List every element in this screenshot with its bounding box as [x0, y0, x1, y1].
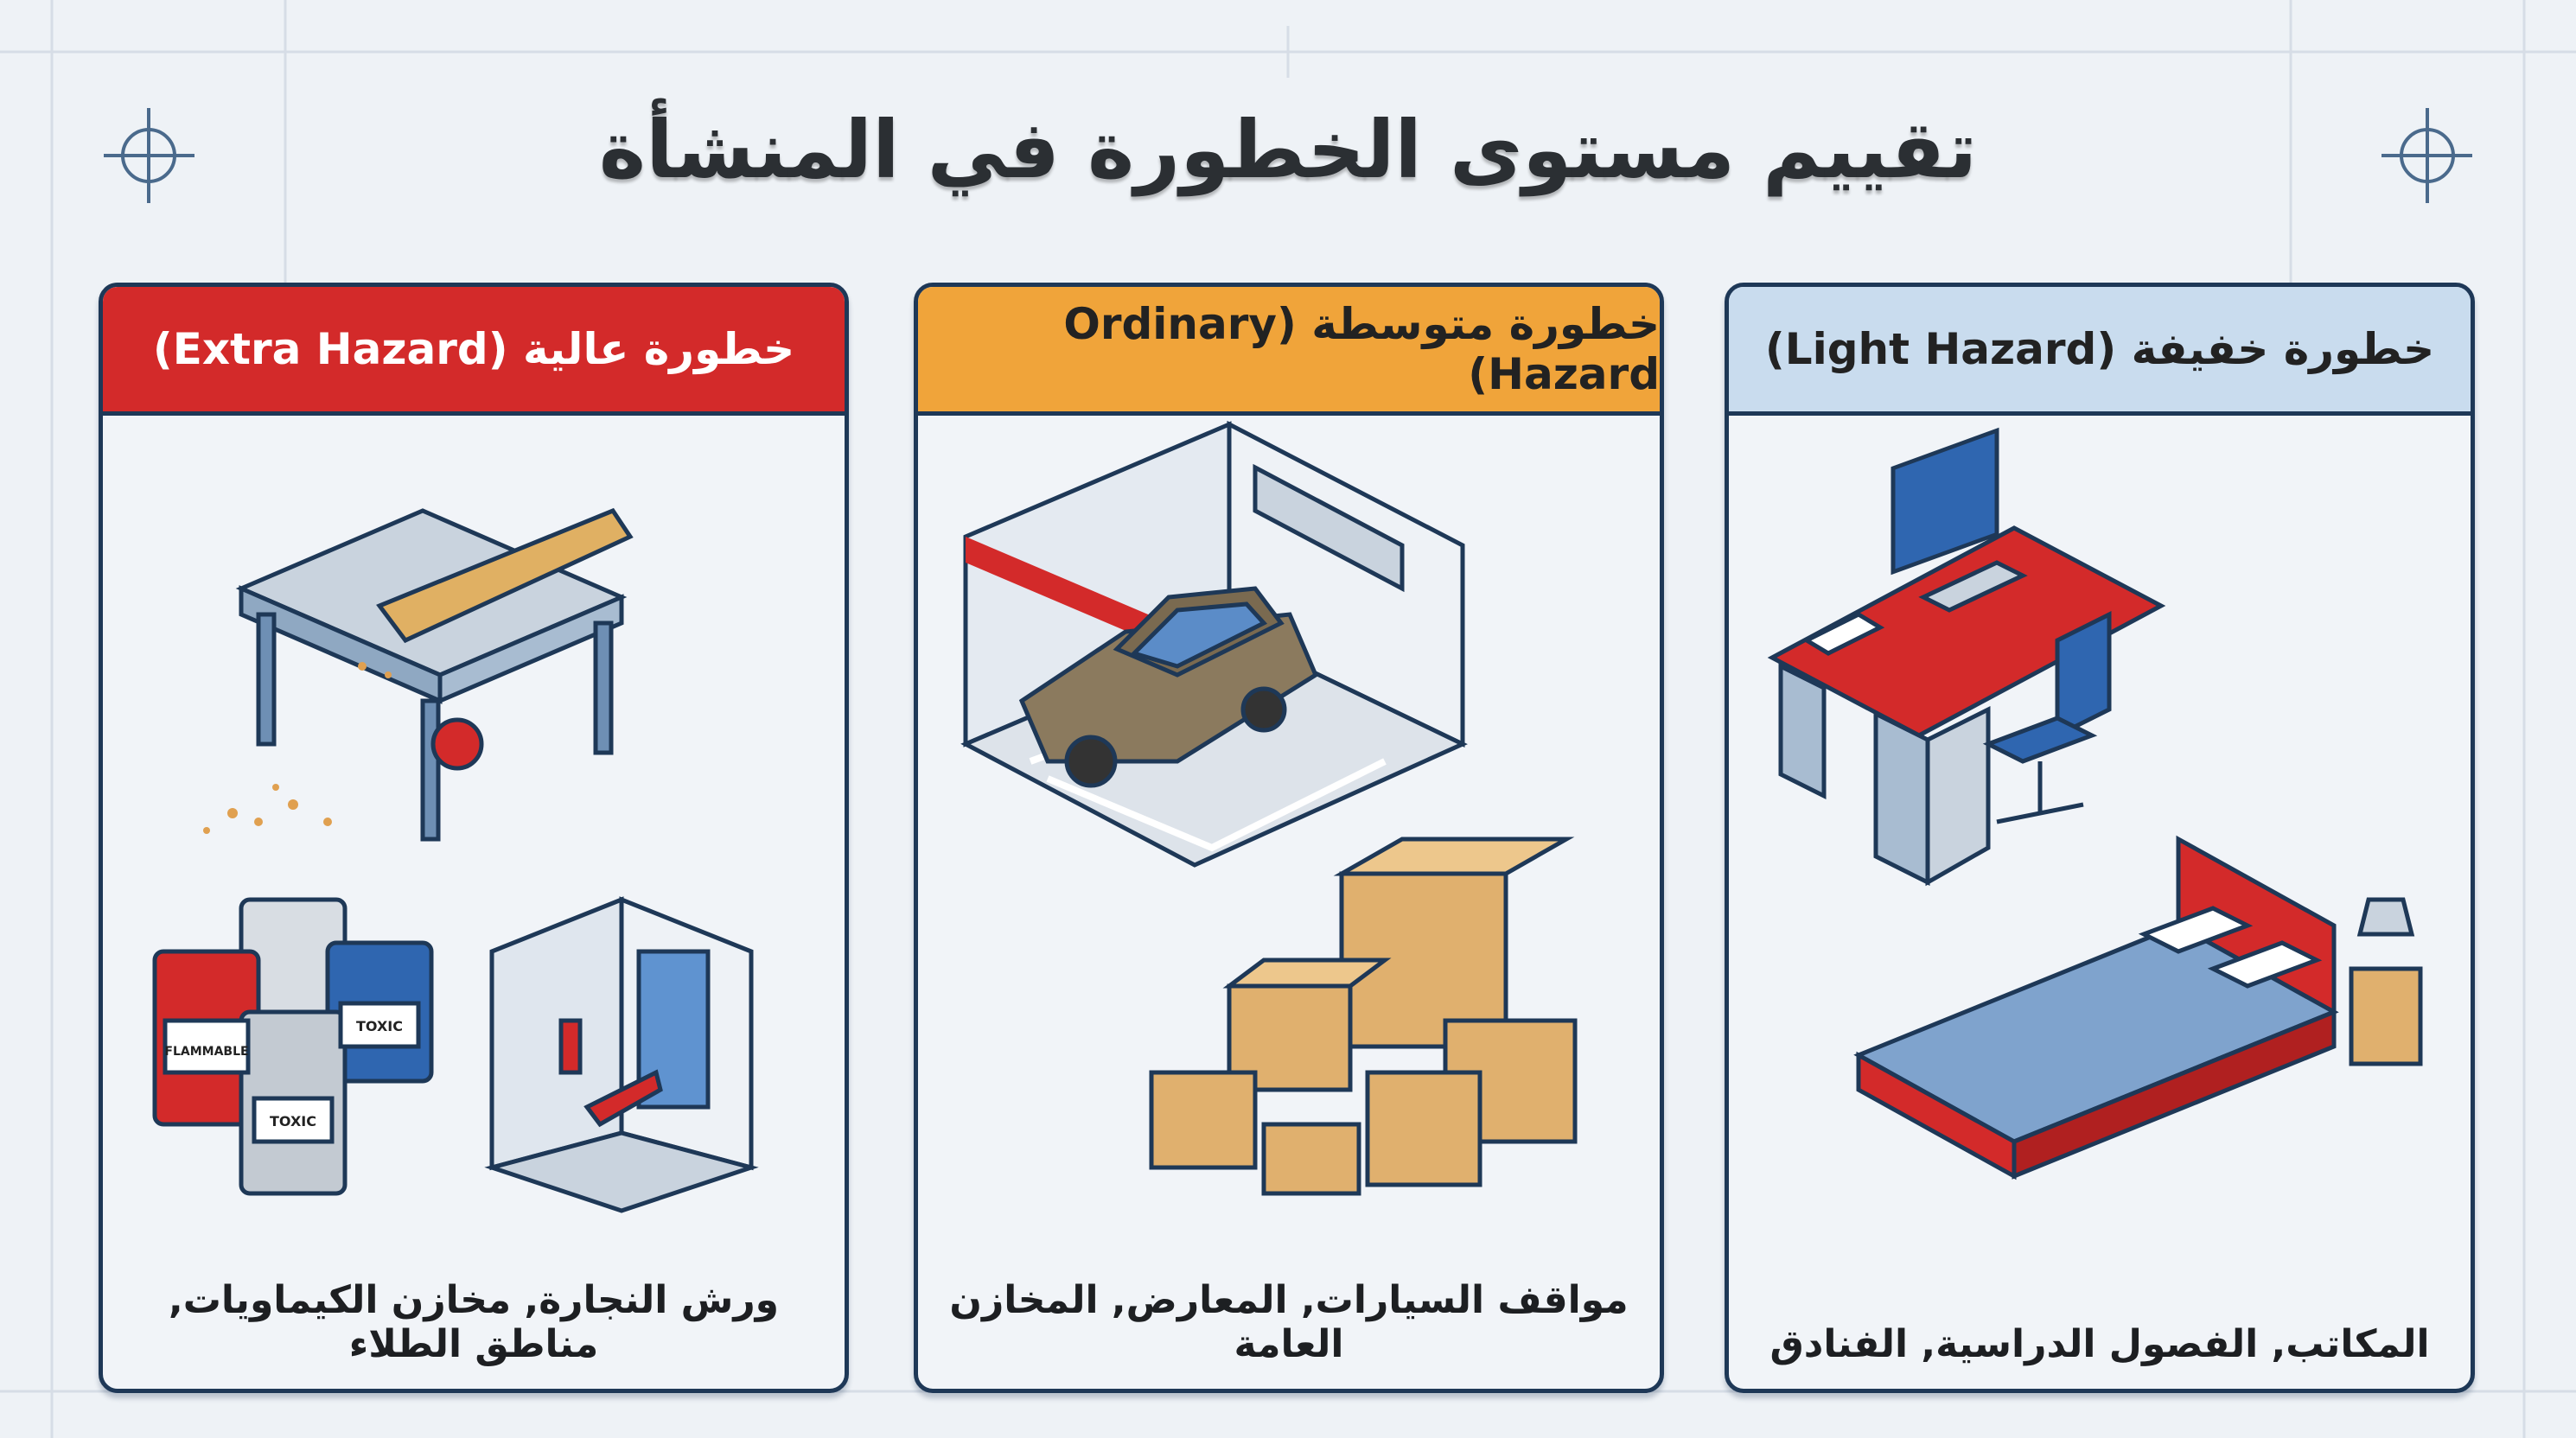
panel-ordinary-hazard: خطورة متوسطة (Ordinary Hazard) مواقف الس… [914, 283, 1664, 1393]
extra-hazard-illustration: FLAMMABLE TOXIC TOXIC [152, 507, 759, 1213]
bed-icon [1853, 835, 2423, 1180]
panel-caption-light: المكاتب, الفصول الدراسية, الفنادق [1769, 1322, 2430, 1366]
panel-light-hazard: خطورة خفيفة (Light Hazard) المكاتب, [1725, 283, 2475, 1393]
panel-header-light: خطورة خفيفة (Light Hazard) [1729, 287, 2471, 416]
parking-garage-icon [960, 420, 1468, 868]
flammable-label: FLAMMABLE [164, 1045, 248, 1059]
chemical-barrels-icon: FLAMMABLE TOXIC TOXIC [152, 897, 434, 1196]
toxic-label: TOXIC [270, 1113, 316, 1129]
cardboard-boxes-icon [1149, 837, 1578, 1196]
spray-booth-icon [484, 896, 759, 1213]
panel-header-extra: خطورة عالية (Extra Hazard) [103, 287, 845, 416]
ordinary-hazard-illustration [960, 420, 1578, 1196]
office-chair-icon [1982, 610, 2112, 824]
panel-caption-extra: ورش النجارة, مخازن الكيماويات, مناطق الط… [168, 1278, 780, 1366]
car-icon [1018, 586, 1319, 788]
toxic-label: TOXIC [356, 1018, 403, 1034]
panel-caption-ordinary: مواقف السيارات, المعارض, المخازن العامة [949, 1278, 1629, 1366]
table-saw-icon [203, 507, 634, 842]
light-hazard-illustration [1767, 427, 2423, 1180]
office-desk-icon [1767, 427, 2166, 887]
page-title: تقييم مستوى الخطورة في المنشأة [598, 104, 1978, 196]
crosshair-icon [104, 108, 2472, 203]
panel-extra-hazard: خطورة عالية (Extra Hazard) FLAMMABLE TOX… [99, 283, 849, 1393]
panel-header-ordinary: خطورة متوسطة (Ordinary Hazard) [918, 287, 1660, 416]
